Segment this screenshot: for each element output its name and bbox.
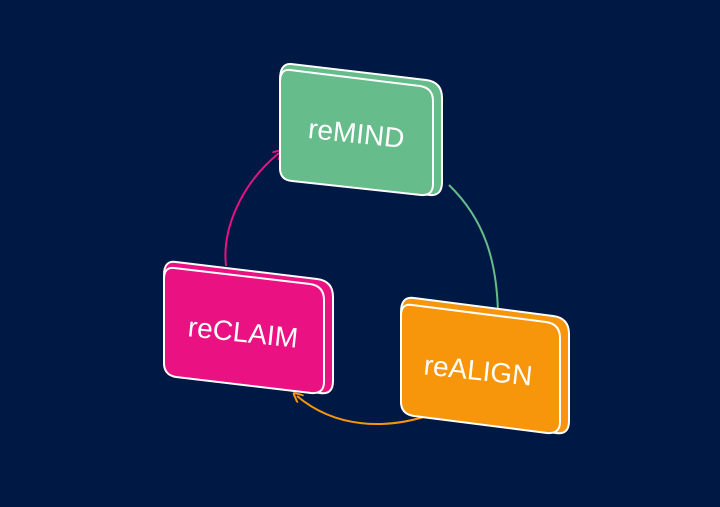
reclaim-node-face — [163, 266, 325, 395]
remind-node-face — [279, 68, 434, 197]
remind-node: reMIND — [279, 62, 443, 197]
arrow-realign-to-reclaim — [297, 396, 431, 426]
arrow-reclaim-to-remind — [224, 153, 279, 267]
arrow-remind-to-realign — [448, 184, 498, 314]
reclaim-node: reCLAIM — [163, 260, 334, 395]
realign-node-face — [400, 303, 561, 435]
realign-node: reALIGN — [400, 296, 570, 435]
